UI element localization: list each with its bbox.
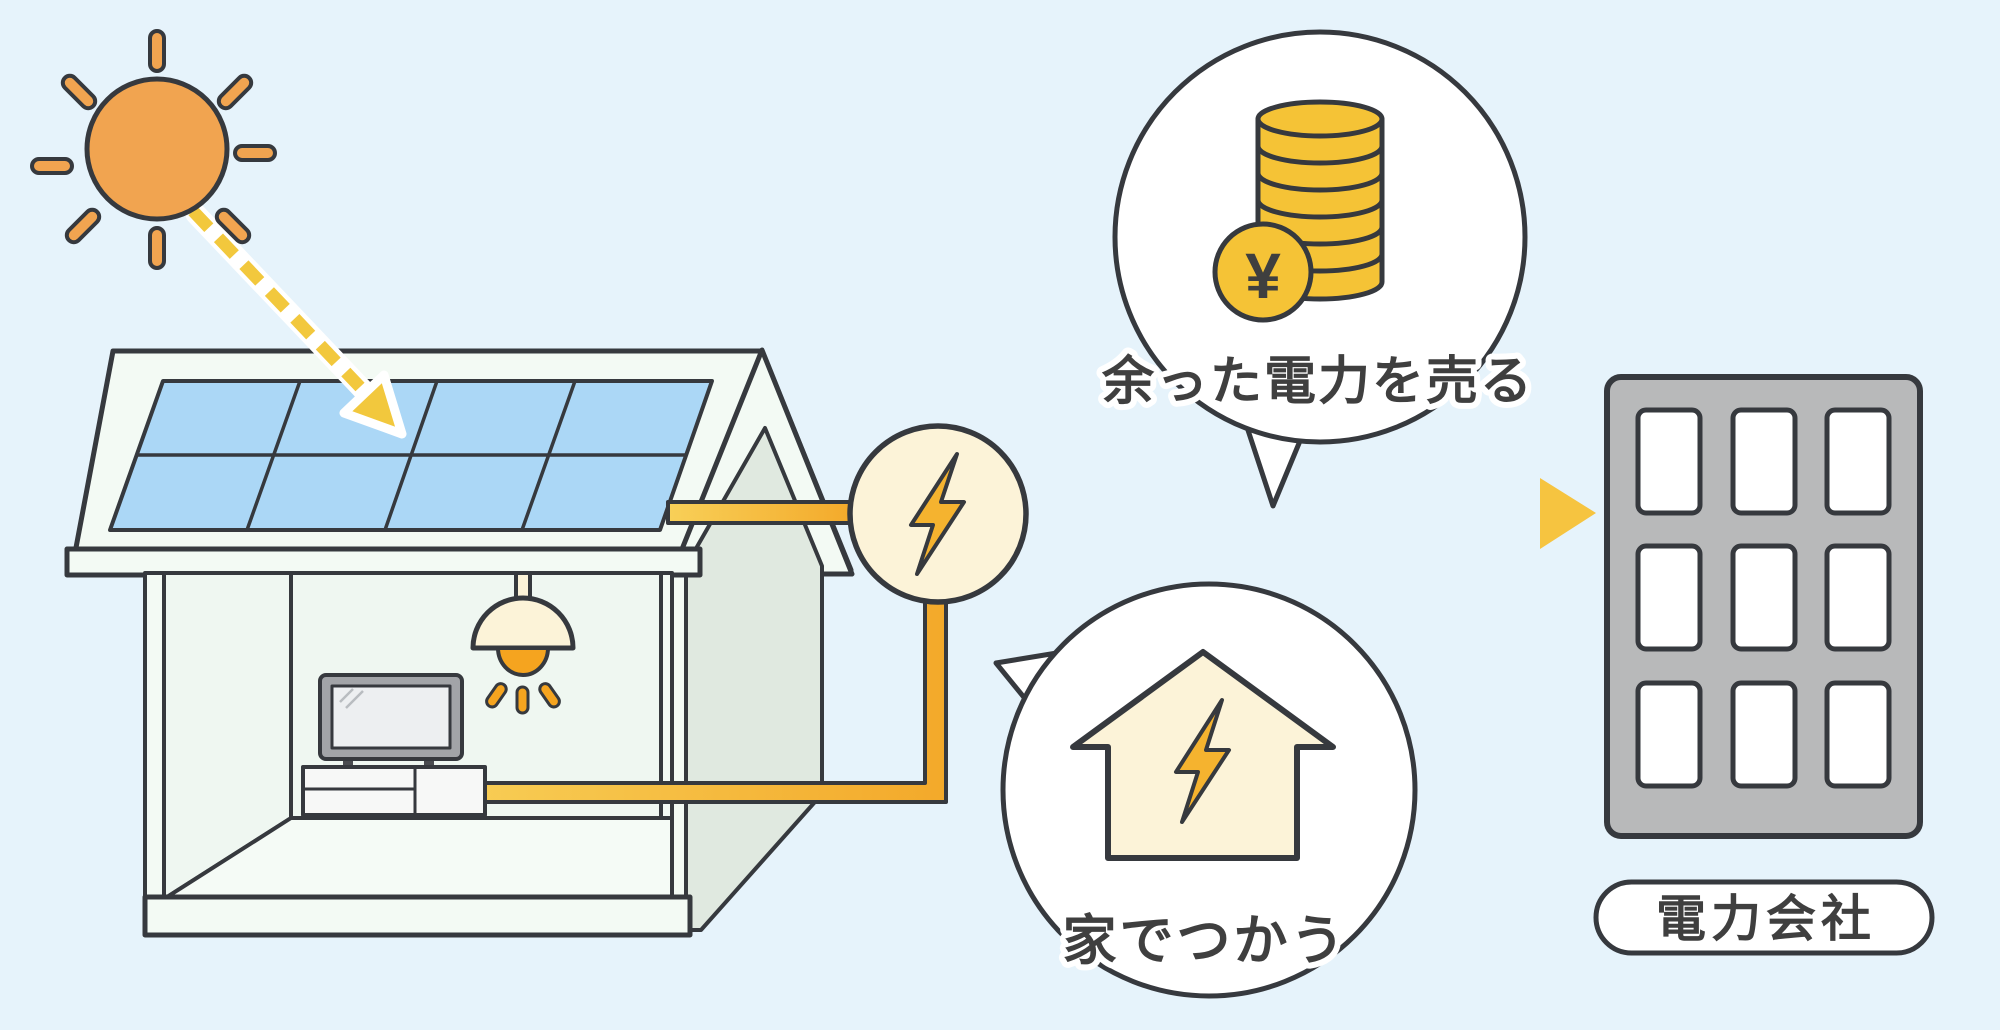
solar-house <box>64 347 948 938</box>
lightning-bolt-icon <box>1174 698 1231 824</box>
tv-icon <box>318 673 464 771</box>
sign-pill <box>1593 879 1935 956</box>
building-window <box>1824 407 1892 516</box>
power-company-sign: 電力会社 <box>1593 879 1935 956</box>
lightning-bolt-icon <box>909 452 966 576</box>
panel-wire <box>666 500 856 525</box>
building-window <box>1824 680 1892 789</box>
sell-power-bubble: ¥ 余った電力を売る <box>1095 29 1538 509</box>
lamp-shade <box>470 595 576 651</box>
tv-leg <box>424 755 434 771</box>
power-company-building: 電力会社 <box>1593 374 1935 956</box>
solar-panel-grid <box>136 380 686 531</box>
sell-power-label: 余った電力を売る <box>1101 353 1534 411</box>
home-use-label: 家でつかう <box>1063 911 1348 971</box>
home-use-bubble: 家でつかう <box>993 581 1418 999</box>
screen-reflection <box>339 688 364 709</box>
power-company-label: 電力会社 <box>1656 891 1876 947</box>
sell-power-arrow <box>1040 478 1596 549</box>
building-window <box>1730 543 1798 652</box>
cabinet-body <box>301 765 487 817</box>
sunlight-arrow <box>185 203 407 439</box>
tv-leg <box>343 755 353 771</box>
left-wall-face <box>143 571 166 937</box>
building-window <box>1824 543 1892 652</box>
building-window <box>1635 680 1703 789</box>
tv-cabinet <box>301 765 487 817</box>
building-window <box>1730 680 1798 789</box>
sun-rays <box>30 29 277 270</box>
pendant-lamp-icon <box>470 571 576 715</box>
yen-coin-icon: ¥ <box>1212 221 1314 323</box>
tv-screen <box>330 684 452 750</box>
sun-circle <box>84 76 230 222</box>
building-windows <box>1635 407 1892 789</box>
sell-arrowhead <box>1540 478 1596 549</box>
wall-edge-band <box>670 571 688 937</box>
building-window <box>1730 407 1798 516</box>
solar-panel <box>108 379 714 532</box>
power-meter <box>847 423 1029 605</box>
sunlight-arrowhead <box>339 370 407 439</box>
sun-icon <box>30 29 277 270</box>
yen-symbol: ¥ <box>1245 240 1281 312</box>
lamp-light-rays <box>485 682 561 715</box>
building-window <box>1635 407 1703 516</box>
building-window <box>1635 543 1703 652</box>
lamp-bulb <box>496 646 550 677</box>
house-base <box>142 894 693 938</box>
